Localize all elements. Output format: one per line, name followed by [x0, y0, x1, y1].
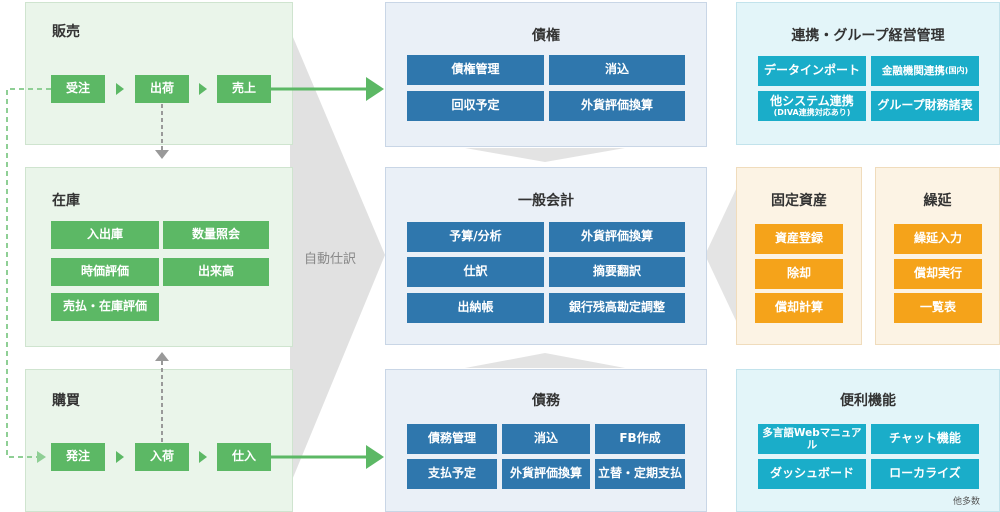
- chevron-right-icon: [116, 451, 124, 463]
- fixed-assets-funnel: [705, 185, 738, 325]
- depreciation-calc-button[interactable]: 償却計算: [755, 293, 843, 323]
- order-to-purchase-order-line: [6, 88, 51, 458]
- multilingual-manual-button[interactable]: 多言語Webマニュアル: [758, 424, 866, 454]
- receivables-title: 債権: [532, 28, 560, 44]
- features-more-note: 他多数: [953, 497, 981, 507]
- payables-management-button[interactable]: 債務管理: [407, 424, 497, 454]
- ledger-fx-button[interactable]: 外貨評価換算: [549, 222, 685, 252]
- purchase-title: 購買: [52, 393, 80, 409]
- payables-clearing-button[interactable]: 消込: [502, 424, 590, 454]
- auto-journal-funnel: [290, 30, 385, 485]
- arrow-up-icon: [155, 352, 169, 361]
- payment-schedule-button[interactable]: 支払予定: [407, 459, 497, 489]
- quantity-inquiry-button[interactable]: 数量照会: [163, 221, 269, 249]
- diva-support-note: (DIVA連携対応あり): [773, 108, 851, 118]
- deferral-list-button[interactable]: 一覧表: [894, 293, 982, 323]
- data-import-button[interactable]: データインポート: [758, 56, 866, 86]
- purchase-button[interactable]: 仕入: [217, 443, 271, 471]
- collection-schedule-button[interactable]: 回収予定: [407, 91, 544, 121]
- chat-feature-button[interactable]: チャット機能: [871, 424, 979, 454]
- payables-to-ledger-funnel: [465, 353, 625, 368]
- auto-journal-label: 自動仕訳: [304, 252, 357, 267]
- arrow-right-icon: [366, 77, 384, 101]
- bank-integration-domestic: (国内): [944, 66, 969, 76]
- asset-disposal-button[interactable]: 除却: [755, 259, 843, 289]
- localize-button[interactable]: ローカライズ: [871, 459, 979, 489]
- receiving-button[interactable]: 入荷: [135, 443, 189, 471]
- other-system-integration-button[interactable]: 他システム連携 (DIVA連携対応あり): [758, 91, 866, 121]
- market-valuation-button[interactable]: 時価評価: [51, 258, 159, 286]
- bank-integration-label: 金融機関連携: [881, 64, 945, 77]
- arrow-right-icon: [366, 445, 384, 469]
- features-title: 便利機能: [840, 393, 896, 409]
- bank-integration-button[interactable]: 金融機関連携(国内): [871, 56, 979, 86]
- asset-registration-button[interactable]: 資産登録: [755, 224, 843, 254]
- receivables-management-button[interactable]: 債権管理: [407, 55, 544, 85]
- cashbook-button[interactable]: 出納帳: [407, 293, 544, 323]
- amortization-run-button[interactable]: 償却実行: [894, 259, 982, 289]
- deferral-input-button[interactable]: 繰延入力: [894, 224, 982, 254]
- budget-analysis-button[interactable]: 予算/分析: [407, 222, 544, 252]
- chevron-right-icon: [116, 83, 124, 95]
- arrow-right-icon: [37, 451, 46, 463]
- fixed-assets-title: 固定資産: [771, 193, 827, 209]
- sales-title: 販売: [52, 24, 80, 40]
- fb-creation-button[interactable]: FB作成: [595, 424, 685, 454]
- description-translation-button[interactable]: 摘要翻訳: [549, 257, 685, 287]
- receivables-clearing-button[interactable]: 消込: [549, 55, 685, 85]
- group-financial-statements-button[interactable]: グループ財務諸表: [871, 91, 979, 121]
- arrow-down-icon: [155, 150, 169, 159]
- receivables-to-ledger-funnel: [465, 148, 625, 162]
- purchase-panel: 購買: [25, 369, 293, 512]
- sales-panel: 販売: [25, 2, 293, 145]
- order-button[interactable]: 受注: [51, 75, 105, 103]
- inventory-title: 在庫: [52, 193, 80, 209]
- general-ledger-title: 一般会計: [518, 193, 574, 209]
- chevron-right-icon: [199, 83, 207, 95]
- payables-fx-button[interactable]: 外貨評価換算: [502, 459, 590, 489]
- journal-entry-button[interactable]: 仕訳: [407, 257, 544, 287]
- chevron-right-icon: [199, 451, 207, 463]
- group-title: 連携・グループ経営管理: [791, 28, 945, 44]
- inout-button[interactable]: 入出庫: [51, 221, 159, 249]
- advance-recurring-payment-button[interactable]: 立替・定期支払: [595, 459, 685, 489]
- dashboard-button[interactable]: ダッシュボード: [758, 459, 866, 489]
- bank-reconciliation-button[interactable]: 銀行残高勘定調整: [549, 293, 685, 323]
- shipment-button[interactable]: 出荷: [135, 75, 189, 103]
- disposal-valuation-button[interactable]: 売払・在庫評価: [51, 293, 159, 321]
- deferral-title: 繰延: [923, 193, 952, 209]
- receivables-fx-button[interactable]: 外貨評価換算: [549, 91, 685, 121]
- other-system-integration-label: 他システム連携: [770, 93, 854, 108]
- output-button[interactable]: 出来高: [163, 258, 269, 286]
- purchase-order-button[interactable]: 発注: [51, 443, 105, 471]
- sales-button[interactable]: 売上: [217, 75, 271, 103]
- payables-title: 債務: [532, 393, 560, 409]
